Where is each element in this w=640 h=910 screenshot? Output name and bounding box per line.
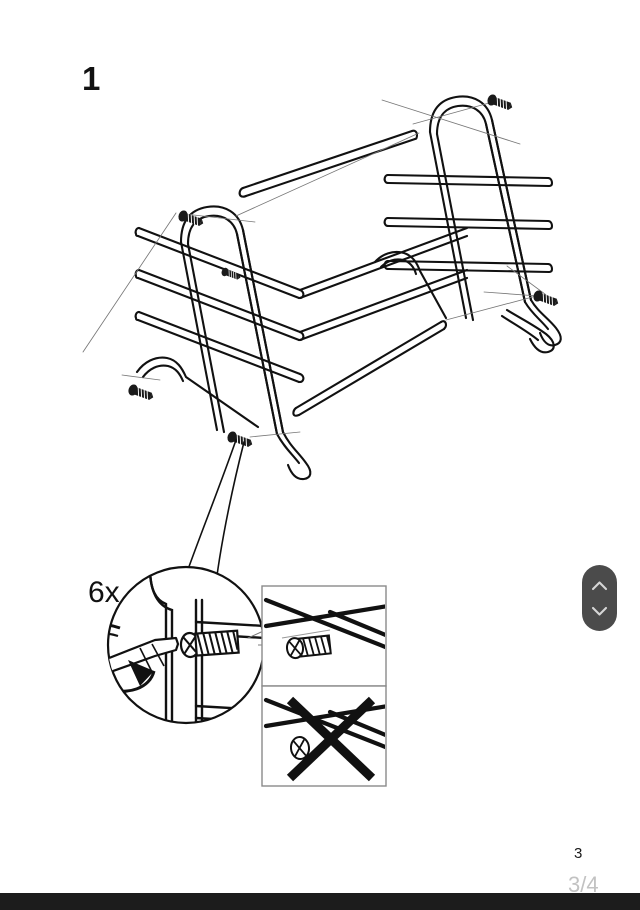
bottom-navigation-bar	[0, 893, 640, 910]
inset-incorrect	[261, 685, 387, 787]
page-progress-indicator: 3/4	[568, 872, 599, 897]
inset-correct	[261, 585, 387, 687]
chevron-up-icon[interactable]	[591, 580, 608, 591]
page-scroll-control[interactable]	[582, 565, 617, 631]
chevron-down-icon[interactable]	[591, 606, 608, 617]
page-number: 3	[574, 845, 583, 862]
step-number: 1	[82, 60, 100, 97]
assembly-illustration	[82, 92, 562, 787]
quantity-label: 6x	[88, 576, 120, 609]
